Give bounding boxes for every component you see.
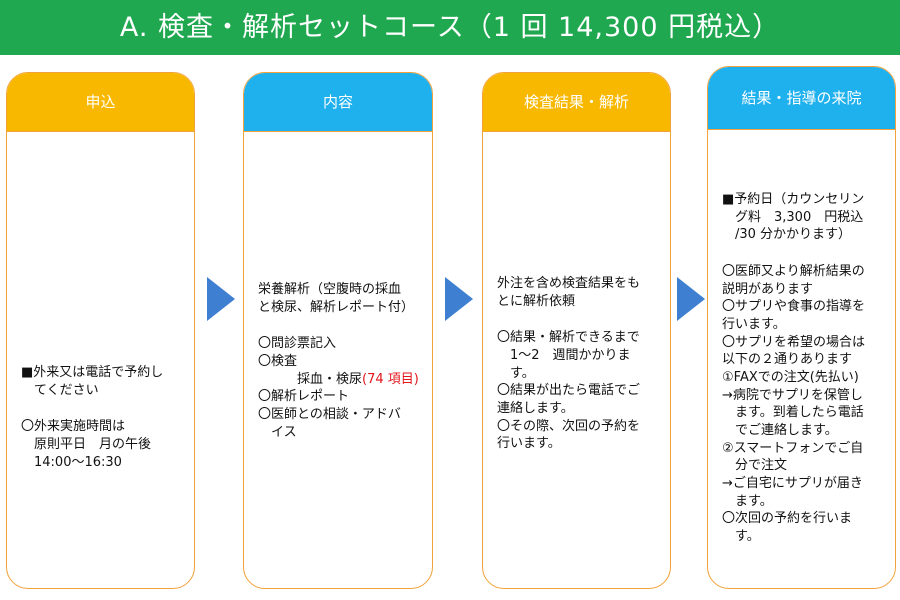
step-body-apply: ■外来又は電話で予約し てください 〇外来実施時間は 原則平日 月の午後 14:… [7,131,194,588]
contents-report-consult: 〇解析レポート 〇医師との相談・アドバ イス [258,389,401,440]
arrow-right-icon-1 [207,277,235,321]
step-body-result-visit: ■予約日（カウンセリン グ料 3,300 円税込 /30 分かかります） 〇医師… [708,129,895,588]
step-header-analysis: 検査結果・解析 [483,73,670,131]
contents-test-items: 採血・検尿(74 項目) [258,371,420,389]
visit-appointment: ■予約日（カウンセリン グ料 3,300 円税込 /30 分かかります） [722,192,865,243]
step-card-apply: 申込 ■外来又は電話で予約し てください 〇外来実施時間は 原則平日 月の午後 … [6,72,195,589]
step-card-analysis: 検査結果・解析 外注を含め検査結果をも とに解析依頼 〇結果・解析できるまで 1… [482,72,671,589]
step-card-contents: 内容 栄養解析（空腹時の採血 と検尿、解析レポート付） 〇問診票記入 〇検査 採… [243,72,433,589]
step-header-contents: 内容 [244,73,432,131]
step-header-result-visit: 結果・指導の来院 [708,67,895,129]
step-header-apply: 申込 [7,73,194,131]
contents-test-label: 採血・検尿 [258,371,363,387]
step-card-result-visit: 結果・指導の来院 ■予約日（カウンセリン グ料 3,300 円税込 /30 分か… [707,66,896,589]
visit-details: 〇医師又より解析結果の 説明があります 〇サプリや食事の指導を 行います。 〇サ… [722,264,866,545]
analysis-request: 外注を含め検査結果をも とに解析依頼 [497,276,641,309]
step-body-analysis: 外注を含め検査結果をも とに解析依頼 〇結果・解析できるまで 1〜2 週間かかり… [483,131,670,588]
page-title: A. 検査・解析セットコース（1 回 14,300 円税込） [119,12,781,43]
test-count-badge: (74 項目) [362,371,419,387]
apply-instruction: ■外来又は電話で予約し てください [21,365,164,398]
analysis-details: 〇結果・解析できるまで 1〜2 週間かかりま す。 〇結果が出たら電話でご 連絡… [497,330,641,452]
step-body-contents: 栄養解析（空腹時の採血 と検尿、解析レポート付） 〇問診票記入 〇検査 採血・検… [244,131,432,588]
arrow-right-icon-2 [445,277,473,321]
title-bar: A. 検査・解析セットコース（1 回 14,300 円税込） [0,0,900,55]
arrow-right-icon-3 [677,277,705,321]
contents-checklist: 〇問診票記入 〇検査 [258,336,337,370]
contents-summary: 栄養解析（空腹時の採血 と検尿、解析レポート付） [258,282,415,315]
apply-hours: 〇外来実施時間は 原則平日 月の午後 14:00〜16:30 [21,419,152,470]
